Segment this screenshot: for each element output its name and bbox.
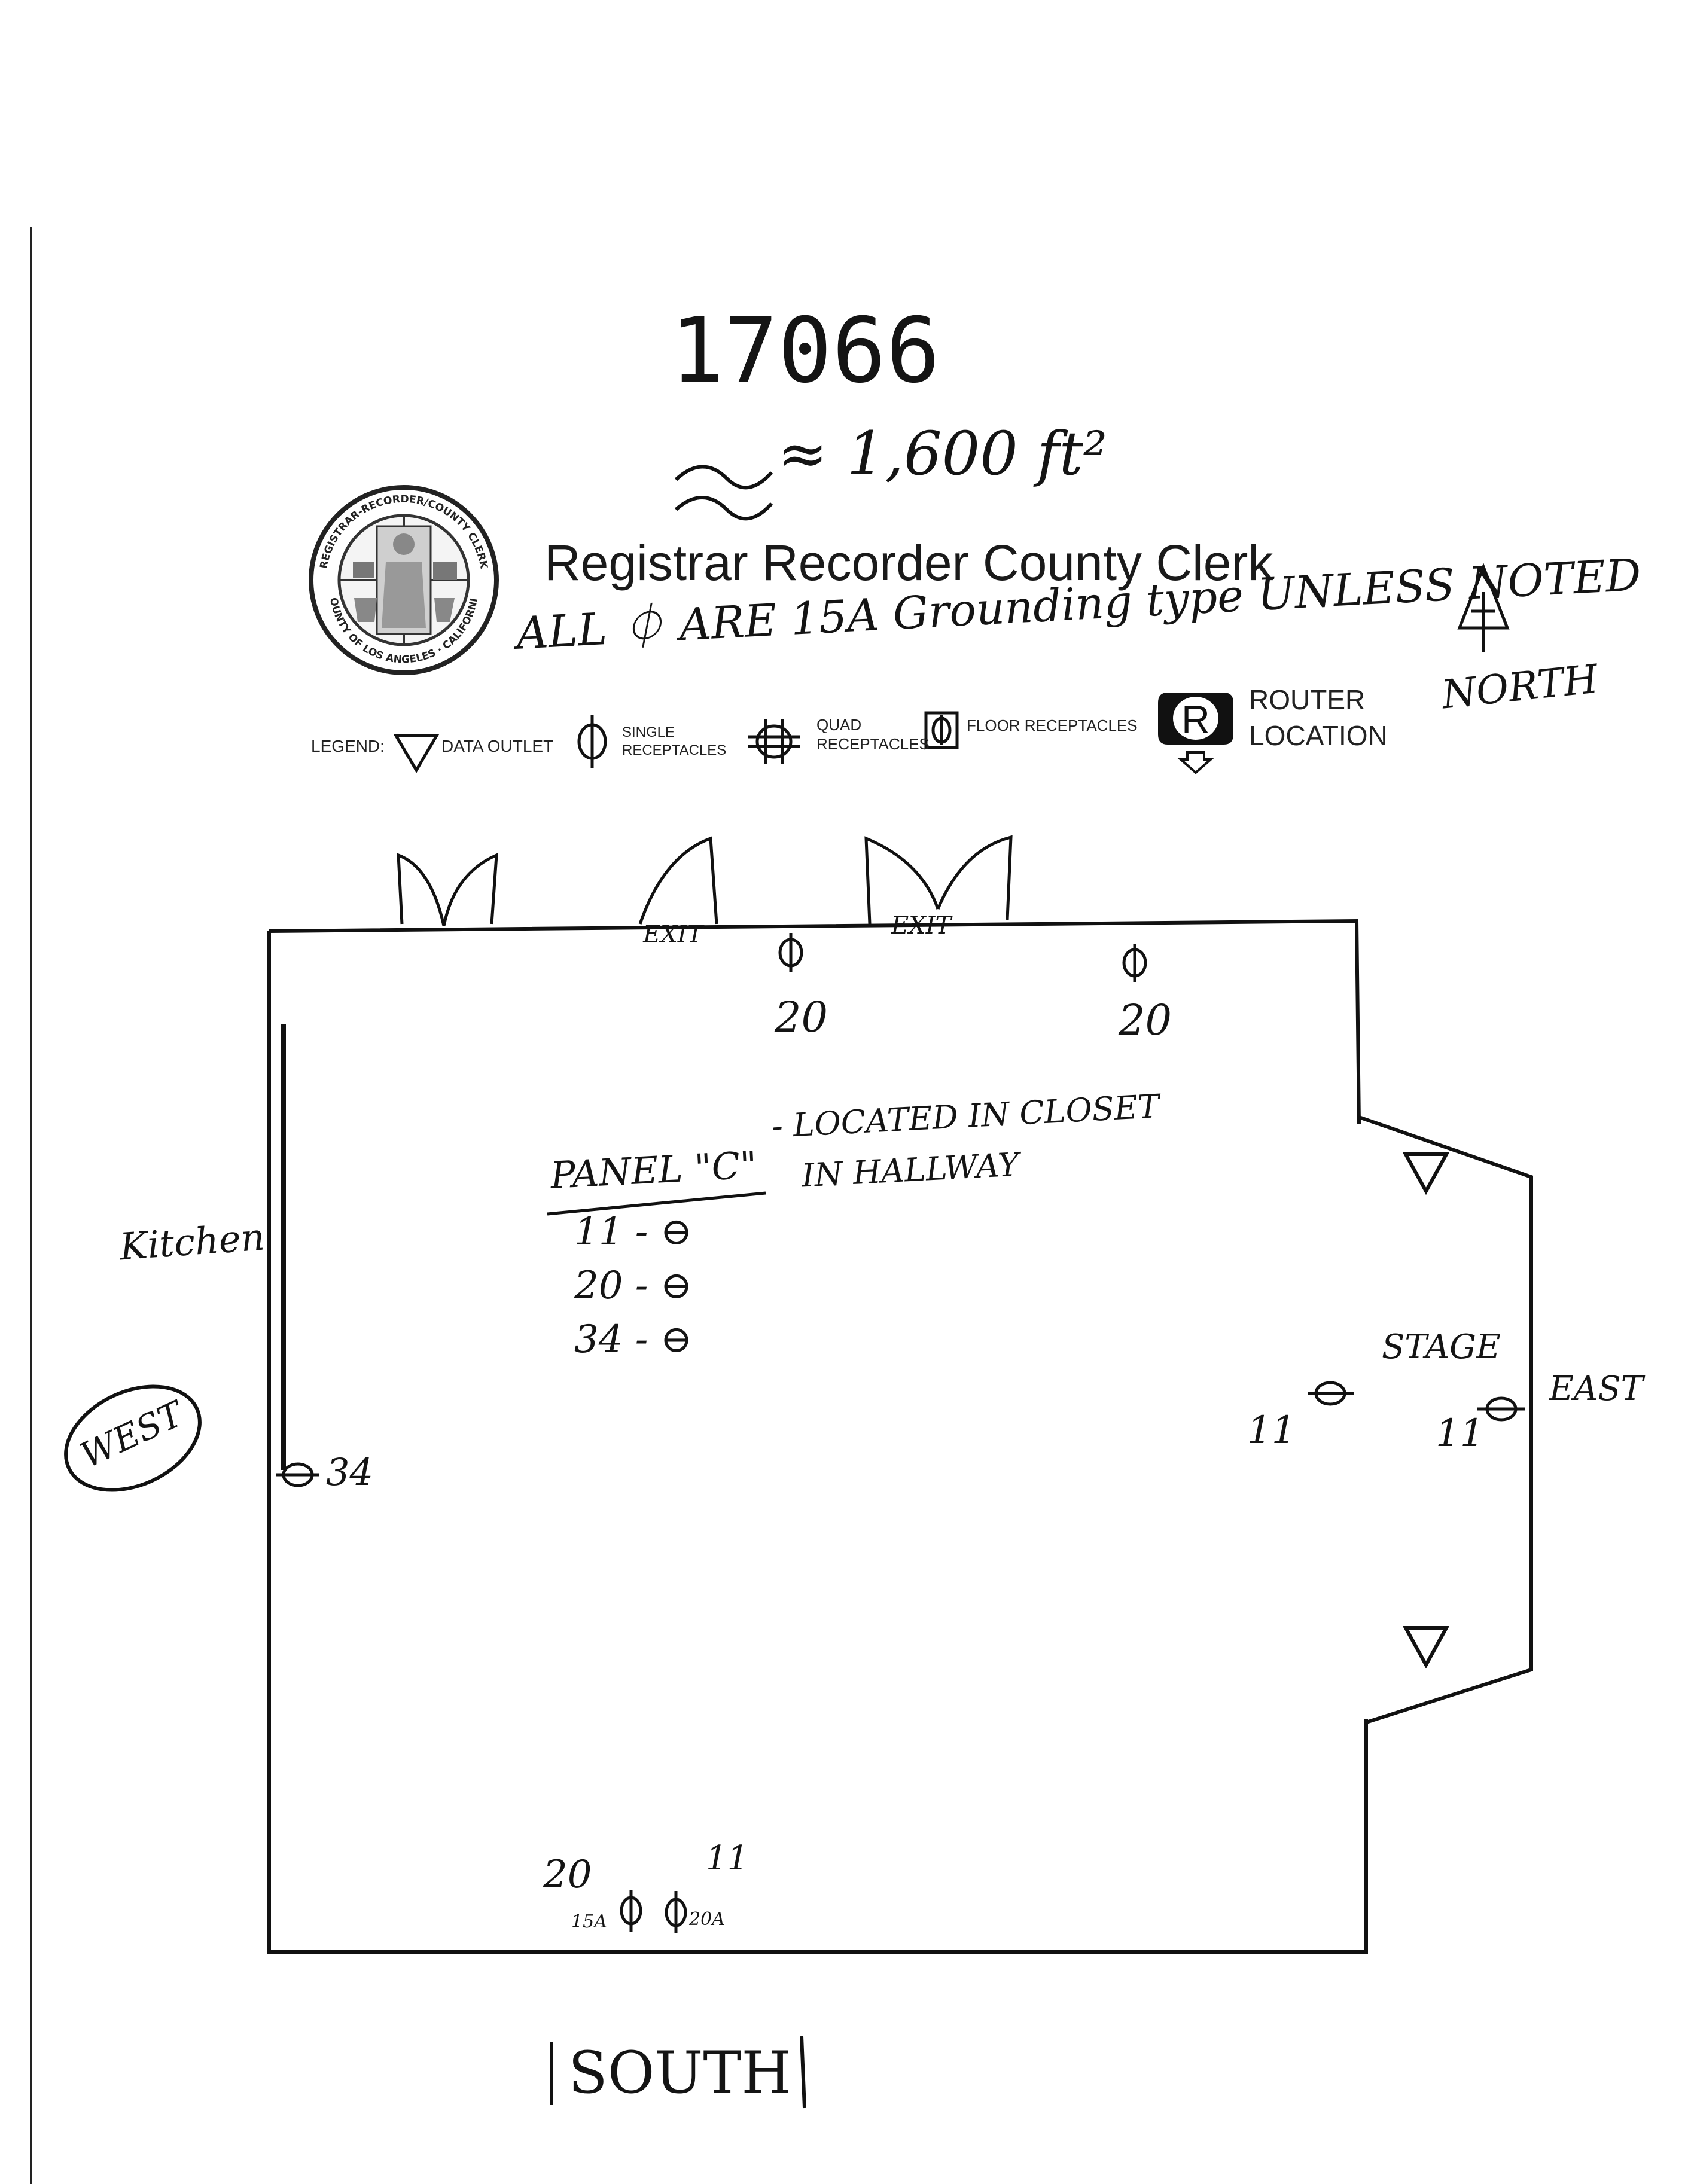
- legend-router-line2: LOCATION: [1249, 720, 1388, 751]
- stage-outline: [1358, 1115, 1533, 1724]
- legend-router-text: ROUTER LOCATION: [1249, 682, 1388, 754]
- stage-rec-east-circuit: 11: [1436, 1411, 1485, 1456]
- north-arrow-icon: [1457, 563, 1510, 652]
- legend-single-line1: SINGLE: [622, 724, 675, 740]
- quad-receptacle-icon: [748, 719, 800, 764]
- south-rec-circuit-left: 20: [543, 1853, 592, 1897]
- legend-floor-text: FLOOR RECEPTACLES: [967, 716, 1138, 734]
- router-letter-glyph: R: [1181, 697, 1210, 742]
- north-rec-2-circuit: 20: [1119, 996, 1172, 1045]
- east-label: EAST: [1549, 1369, 1644, 1408]
- panel-underline: [547, 1191, 766, 1216]
- south-rec-20a: 20A: [689, 1909, 725, 1930]
- legend-router-line1: ROUTER: [1249, 684, 1366, 715]
- legend-data-outlet-text: DATA OUTLET: [441, 737, 554, 755]
- legend-icons: [393, 711, 959, 773]
- panel-row: 11 - ⊖: [574, 1210, 693, 1254]
- stage-label: STAGE: [1382, 1328, 1501, 1366]
- legend-label: LEGEND:: [311, 737, 385, 755]
- south-rec-15a: 15A: [571, 1911, 607, 1932]
- main-room-outline: [267, 919, 1368, 1954]
- county-seal: REGISTRAR-RECORDER/COUNTY CLERK COUNTY O…: [0, 0, 499, 675]
- data-outlet-icon: [393, 734, 440, 773]
- router-icon: [1158, 693, 1233, 774]
- north-rec-1-circuit: 20: [775, 993, 828, 1042]
- south-label: SOUTH: [568, 2039, 792, 2106]
- door-swings: [397, 835, 1013, 926]
- panel-row: 20 - ⊖: [574, 1264, 693, 1308]
- stage-rec-west-circuit: 11: [1247, 1408, 1296, 1453]
- legend-quad-line2: RECEPTACLES: [816, 735, 930, 753]
- job-number: 17066: [670, 299, 940, 403]
- legend-single-line2: RECEPTACLES: [622, 742, 727, 758]
- west-rec-circuit: 34: [326, 1450, 373, 1494]
- org-title: Registrar Recorder County Clerk: [544, 535, 1273, 591]
- area-label: ≈ 1,600 ft²: [778, 419, 1107, 489]
- legend-quad-text: QUAD RECEPTACLES: [816, 715, 930, 754]
- panel-row: 34 - ⊖: [574, 1317, 693, 1362]
- legend-quad-line1: QUAD: [816, 716, 862, 734]
- south-rec-circuit-top: 11: [706, 1839, 749, 1878]
- exit-label-1: EXIT: [643, 921, 703, 948]
- floor-receptacle-icon: [924, 711, 959, 749]
- stage-data-outlets: [1402, 1152, 1450, 1669]
- receptacle-symbols: [276, 933, 1525, 1933]
- south-box: [550, 2036, 806, 2109]
- exit-label-2: EXIT: [891, 912, 952, 940]
- approx-sign: [674, 465, 773, 521]
- single-receptacle-icon: [577, 715, 607, 768]
- legend-single-text: SINGLE RECEPTACLES: [622, 724, 726, 759]
- west-circle: [64, 1384, 202, 1492]
- panel-circuit-list: 11 - ⊖ 20 - ⊖ 34 - ⊖: [574, 1205, 692, 1366]
